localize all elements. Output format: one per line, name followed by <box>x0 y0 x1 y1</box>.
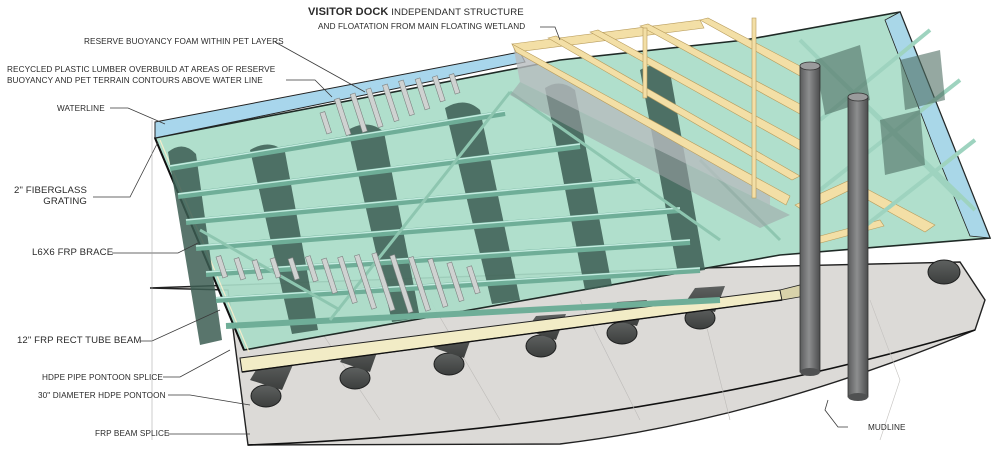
pontoon-splice-label: HDPE PIPE PONTOON SPLICE <box>42 373 163 382</box>
visitor-dock-title: VISITOR DOCK <box>308 6 389 18</box>
frp-beams <box>169 110 721 329</box>
visitor-dock-desc-line2: AND FLOATATION FROM MAIN FLOATING WETLAN… <box>318 22 526 31</box>
waterline-label: WATERLINE <box>57 104 105 113</box>
visitor-dock-label: VISITOR DOCK INDEPENDANT STRUCTURE <box>308 6 524 19</box>
pontoon-label: 30" DIAMETER HDPE PONTOON <box>38 391 166 400</box>
mudline-label: MUDLINE <box>868 423 906 432</box>
recycled-lumber-label-line2: BUOYANCY AND PET TERRAIN CONTOURS ABOVE … <box>7 76 263 85</box>
grating-label: 2" FIBERGLASS GRATING <box>12 185 87 207</box>
grating-label-line1: 2" FIBERGLASS <box>14 185 87 196</box>
leader-lines <box>93 26 848 440</box>
recycled-plastic-lumber-bottom <box>215 252 481 314</box>
frp-rect-tube-beam <box>239 284 806 373</box>
brace-label: L6X6 FRP BRACE <box>32 247 114 258</box>
recycled-lumber-label-line1: RECYCLED PLASTIC LUMBER OVERBUILD AT ARE… <box>7 65 276 74</box>
recycled-plastic-lumber-top <box>319 73 461 137</box>
tube-beam-label: 12" FRP RECT TUBE BEAM <box>17 335 142 346</box>
visitor-dock-desc-line1: INDEPENDANT STRUCTURE <box>391 7 524 18</box>
grating-label-line2: GRATING <box>43 196 87 207</box>
reserve-buoyancy-label: RESERVE BUOYANCY FOAM WITHIN PET LAYERS <box>84 37 284 46</box>
beam-splice-label: FRP BEAM SPLICE <box>95 429 170 438</box>
frp-beam-highlights <box>169 110 701 299</box>
steel-pilings <box>799 61 869 401</box>
